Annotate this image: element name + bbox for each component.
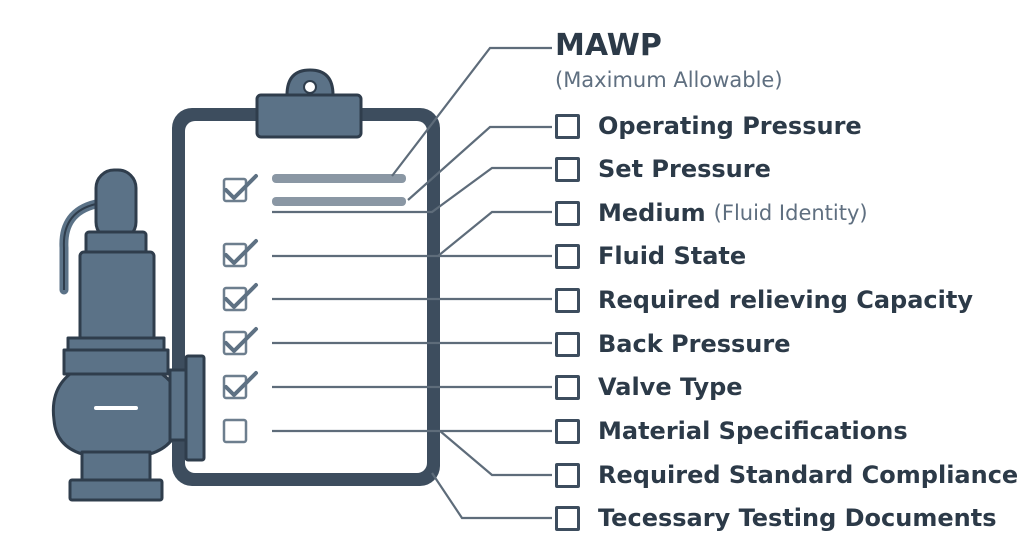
checkbox-icon[interactable] [555, 374, 580, 400]
checklist-item-label: Required relieving Capacity [598, 286, 973, 314]
mawp-subtitle: (Maximum Allowable) [555, 68, 783, 92]
connector-medium [437, 210, 552, 257]
clipboard-clip-icon [255, 68, 363, 139]
connector-mawp [391, 46, 552, 177]
checklist-item-label: Operating Pressure [598, 112, 862, 140]
checkmark-icon [224, 283, 258, 309]
checklist-item: Operating Pressure [555, 111, 862, 141]
checklist-item: Material Specifications [555, 416, 908, 446]
checklist-item: Back Pressure [555, 329, 791, 359]
checkbox-icon[interactable] [555, 462, 580, 488]
checkbox-icon[interactable] [555, 287, 580, 313]
checkmark-icon [224, 239, 258, 265]
checkmark-icon [224, 327, 258, 353]
checklist-item-label: Required Standard Compliance [598, 461, 1019, 489]
safety-valve-icon [51, 168, 206, 502]
checklist-item-label: Tecessary Testing Documents [598, 504, 997, 532]
checklist-item-label: Valve Type [598, 373, 743, 401]
checklist-item-label: Fluid State [598, 242, 747, 270]
checkbox-icon[interactable] [555, 331, 580, 357]
checklist-item-label: Back Pressure [598, 330, 791, 358]
checklist-item: Valve Type [555, 372, 743, 402]
checklist-item: Medium (Fluid Identity) [555, 198, 868, 228]
checkmark-icon [224, 371, 258, 397]
checkbox-icon[interactable] [555, 113, 580, 139]
connector-lines [272, 46, 552, 520]
checklist-item-label: Medium [598, 199, 706, 227]
connector-set-pressure [272, 166, 552, 214]
clipboard-checklist [222, 174, 258, 444]
checklist-item: Tecessary Testing Documents [555, 503, 996, 533]
checkmark-icon [224, 174, 258, 200]
checklist-item-note: (Fluid Identity) [713, 201, 868, 225]
clipboard-text-bars [272, 174, 406, 206]
checkbox-icon[interactable] [555, 505, 580, 531]
checklist-item: Required relieving Capacity [555, 285, 973, 315]
checklist-item-label: Material Specifications [598, 417, 908, 445]
checkbox-icon[interactable] [555, 418, 580, 444]
checkbox-icon[interactable] [555, 243, 580, 269]
checklist-item: Required Standard Compliance [555, 460, 1018, 490]
clipboard-checkbox-icon [222, 418, 248, 444]
checklist-item: Fluid State [555, 241, 746, 271]
checkbox-icon[interactable] [555, 156, 580, 182]
connector-standard-compliance [439, 430, 552, 477]
connector-operating-pressure [407, 125, 552, 201]
checklist-item-label: Set Pressure [598, 155, 771, 183]
mawp-title: MAWP [555, 28, 662, 63]
connector-testing-documents [431, 472, 552, 520]
checklist-item: Set Pressure [555, 154, 771, 184]
checkbox-icon[interactable] [555, 200, 580, 226]
